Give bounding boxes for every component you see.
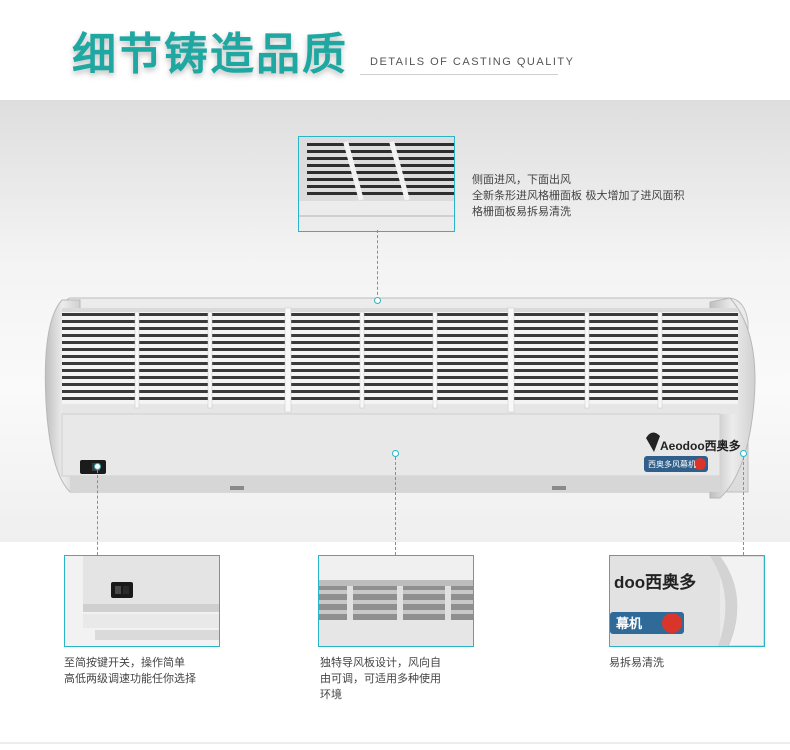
callout-line-top <box>377 230 378 300</box>
top-callout-line: 格栅面板易拆易清洗 <box>472 205 571 218</box>
callout-line-endcap <box>743 457 744 555</box>
caption-line: 高低两级调速功能任你选择 <box>64 672 196 685</box>
callout-dot-switch <box>94 463 101 470</box>
bottom-divider <box>0 742 790 744</box>
caption-line: 至简按键开关，操作简单 <box>64 656 185 669</box>
caption-line: 独特导风板设计，风向自 <box>320 656 441 669</box>
top-callout-line: 全新条形进风格栅面板 极大增加了进风面积 <box>472 189 685 202</box>
louver-detail-image <box>318 555 474 647</box>
callout-dot-louver <box>392 450 399 457</box>
section-subtitle: DETAILS OF CASTING QUALITY <box>370 56 575 68</box>
caption-line: 环境 <box>320 688 342 701</box>
callout-line-switch <box>97 470 98 555</box>
top-callout-line: 侧面进风，下面出风 <box>472 173 571 186</box>
subtitle-divider <box>360 74 558 75</box>
product-label: 西奥多风幕机 <box>648 459 696 469</box>
air-curtain-unit: Aeodoo西奥多 西奥多风幕机 <box>44 297 756 499</box>
caption-line: 易拆易清洗 <box>609 656 664 669</box>
brand-logo: Aeodoo西奥多 <box>646 432 741 453</box>
endcap-detail-image: doo西奥多 幕机 <box>609 555 765 647</box>
inset-logo: doo西奥多 <box>614 572 696 592</box>
endcap-caption: 易拆易清洗 <box>609 655 664 671</box>
callout-line-louver <box>395 457 396 555</box>
section-title: 细节铸造品质 <box>72 29 348 80</box>
grille-detail-image <box>298 136 455 232</box>
caption-line: 由可调，可适用多种使用 <box>320 672 441 685</box>
switch-caption: 至简按键开关，操作简单 高低两级调速功能任你选择 <box>64 655 196 687</box>
louver-caption: 独特导风板设计，风向自 由可调，可适用多种使用 环境 <box>320 655 441 703</box>
switch-detail-image <box>64 555 220 647</box>
inset-label: 幕机 <box>615 616 642 632</box>
callout-dot-endcap <box>740 450 747 457</box>
svg-text:Aeodoo西奥多: Aeodoo西奥多 <box>660 438 741 453</box>
top-callout-text: 侧面进风，下面出风 全新条形进风格栅面板 极大增加了进风面积 格栅面板易拆易清洗 <box>472 172 685 220</box>
callout-dot-top <box>374 297 381 304</box>
